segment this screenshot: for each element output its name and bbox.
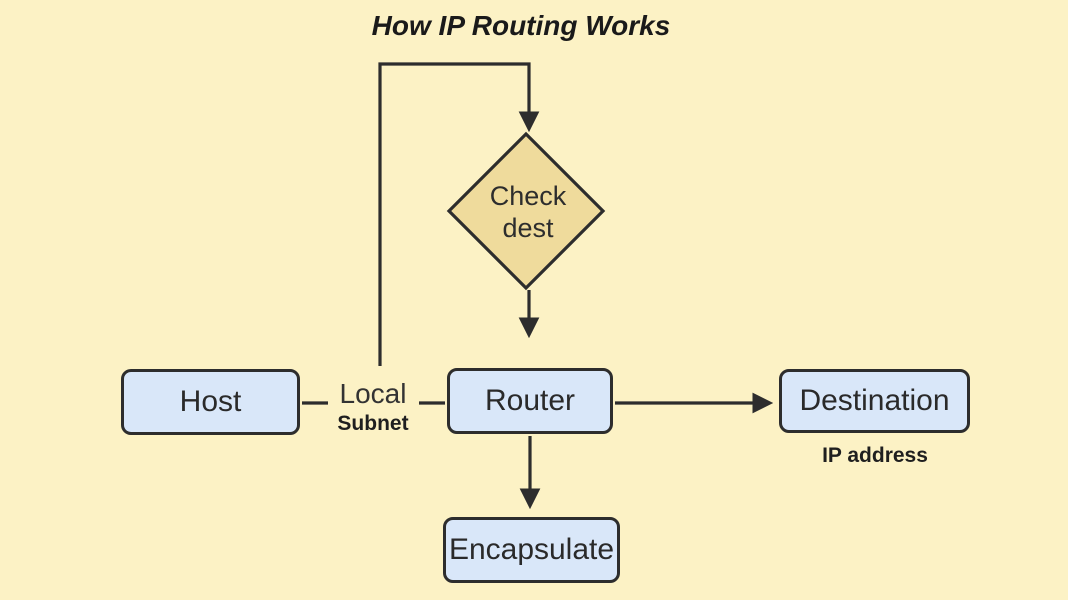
- node-host-label: Host: [179, 385, 242, 418]
- check-dest-diamond: [446, 131, 606, 291]
- ip-address-label: IP address: [822, 444, 928, 467]
- edge-local-subnet-to-check-dest: [378, 62, 540, 366]
- local-subnet-label-line1: Local: [339, 378, 407, 409]
- node-router-label: Router: [484, 384, 576, 417]
- node-destination-label: Destination: [799, 384, 950, 417]
- node-host: Host: [121, 369, 300, 435]
- node-destination: Destination: [779, 369, 970, 433]
- node-router: Router: [447, 368, 613, 434]
- node-check-dest-label: Check dest: [489, 181, 567, 243]
- local-subnet-label: Local Subnet: [337, 378, 409, 435]
- node-encapsulate: Encapsulate: [443, 517, 620, 583]
- local-subnet-label-line2: Subnet: [337, 412, 409, 435]
- node-encapsulate-label: Encapsulate: [448, 533, 615, 566]
- diagram-title: How IP Routing Works: [371, 10, 671, 41]
